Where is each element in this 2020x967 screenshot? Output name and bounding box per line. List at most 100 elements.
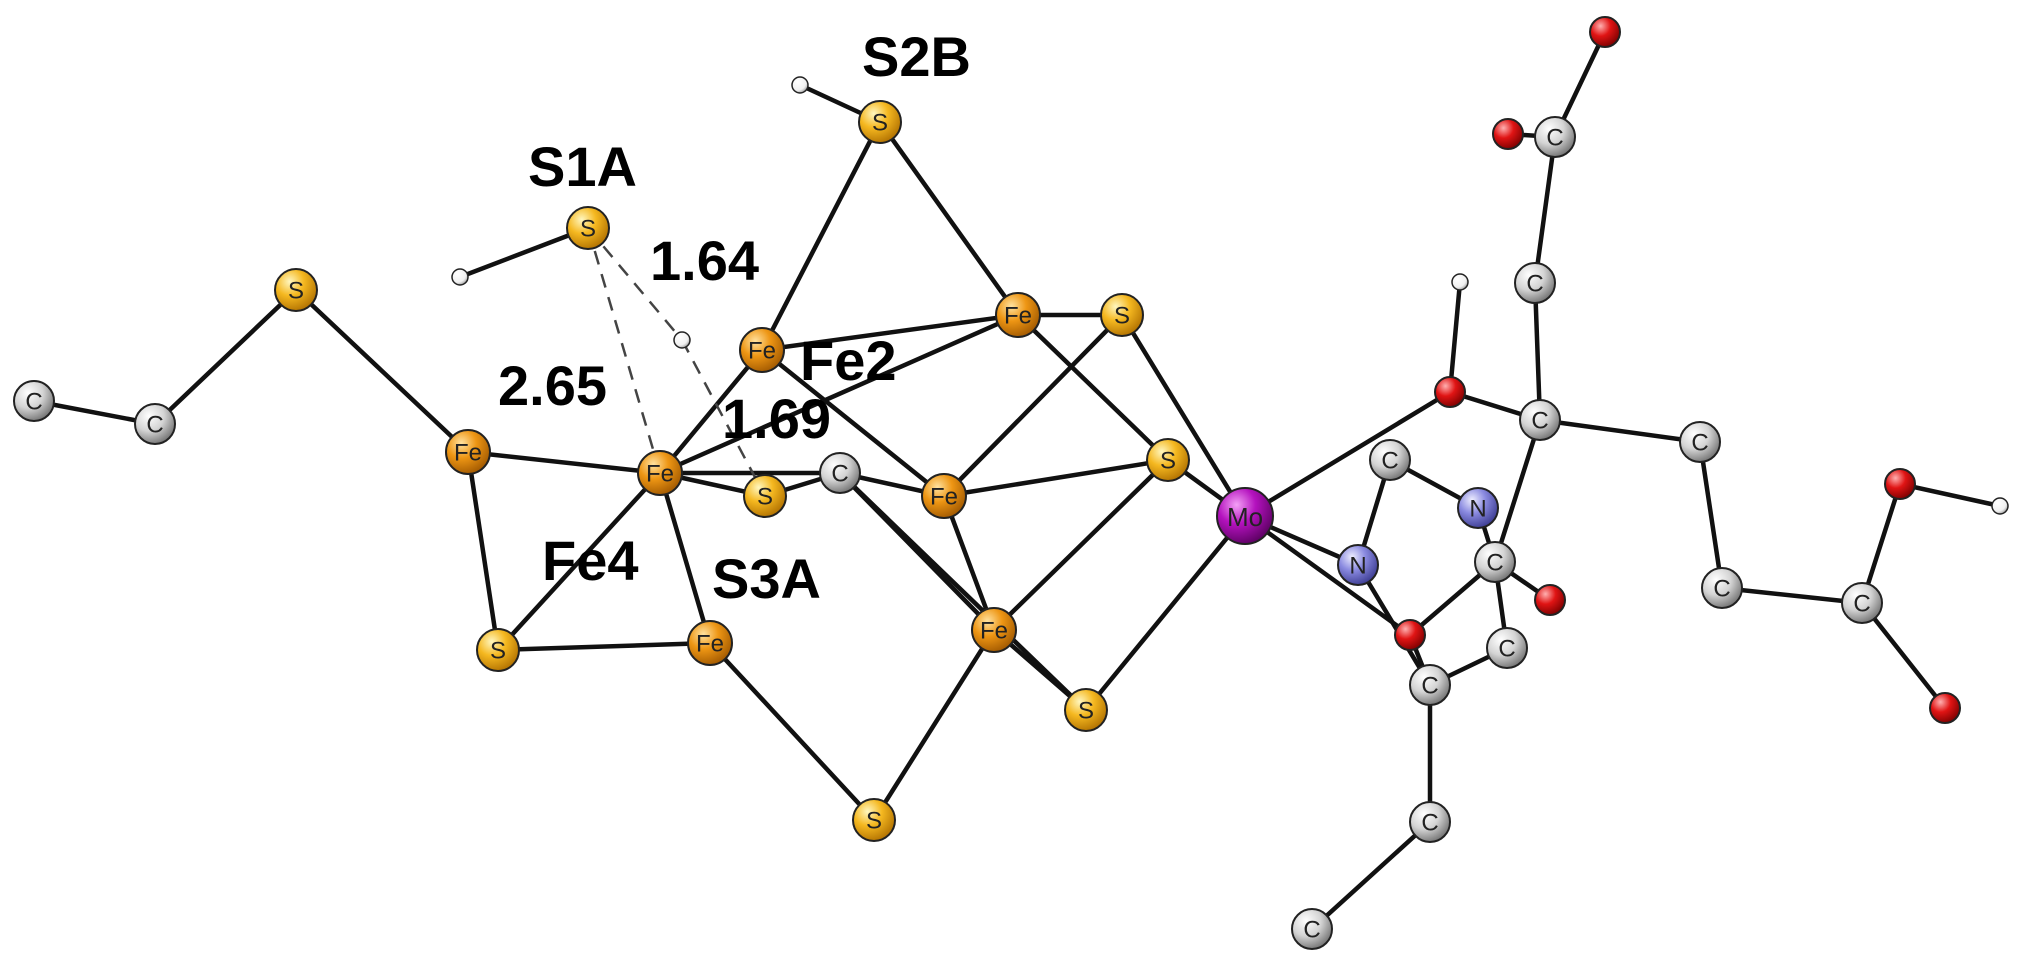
atom-symbol: C bbox=[1421, 810, 1438, 837]
bond-cq-cn2 bbox=[1492, 417, 1543, 565]
dashed-contact-hm-s3a bbox=[680, 339, 767, 497]
atom-symbol: C bbox=[1691, 430, 1708, 457]
atom-symbol: S bbox=[288, 278, 304, 305]
atom-mo-mo: Mo bbox=[1216, 487, 1274, 545]
atom-symbol: C bbox=[1713, 576, 1730, 603]
bond-fel-sbl bbox=[465, 449, 501, 653]
atom-s-sr2: S bbox=[1146, 438, 1190, 482]
bond-mo-o1 bbox=[1242, 389, 1453, 519]
bond-cl2-sl bbox=[152, 287, 299, 427]
bond-fem-sr2 bbox=[941, 457, 1171, 499]
atom-sphere bbox=[451, 268, 469, 286]
atom-s-s1a: S bbox=[566, 206, 610, 250]
bond-fe2-fe4 bbox=[657, 347, 765, 476]
atom-sphere bbox=[1519, 399, 1561, 441]
atom-o-os bbox=[1534, 584, 1566, 616]
bond-sbt-feb2 bbox=[871, 627, 997, 823]
atom-symbol: C bbox=[1853, 591, 1870, 618]
atom-o-or1 bbox=[1492, 118, 1524, 150]
bond-fe4-fea bbox=[657, 312, 1021, 476]
bond-sbr-mo bbox=[1083, 513, 1248, 713]
bond-fel-fe4 bbox=[465, 449, 663, 476]
bond-cc2-oc2 bbox=[1859, 600, 1948, 711]
atom-sphere bbox=[852, 798, 896, 842]
atom-symbol: Fe bbox=[454, 440, 482, 467]
atom-c-cr2: C bbox=[1534, 116, 1576, 158]
bond-sr2-feb2 bbox=[991, 457, 1171, 633]
atom-fe-feb: Fe bbox=[687, 620, 733, 666]
atom-sphere bbox=[687, 620, 733, 666]
atom-sphere bbox=[566, 206, 610, 250]
atom-fe-fea: Fe bbox=[995, 292, 1041, 338]
bond-c0-sbr bbox=[837, 470, 1089, 713]
atom-c-cr: C bbox=[1409, 664, 1451, 706]
atom-fe-fel: Fe bbox=[445, 429, 491, 475]
bond-fe4-sbl bbox=[495, 470, 663, 653]
bond-fe2-fea bbox=[759, 312, 1021, 353]
atom-symbol: Fe bbox=[696, 631, 724, 658]
label-s3a: S3A bbox=[712, 547, 821, 610]
atom-sphere bbox=[858, 100, 902, 144]
atom-sphere bbox=[1451, 273, 1469, 291]
atom-n-nb: N bbox=[1337, 544, 1379, 586]
atom-sphere bbox=[971, 607, 1017, 653]
atom-o-or2 bbox=[1589, 16, 1621, 48]
atom-sphere bbox=[1991, 497, 2009, 515]
bond-nb-cr bbox=[1355, 562, 1433, 688]
atom-sphere bbox=[1701, 567, 1743, 609]
atom-sphere bbox=[1841, 582, 1883, 624]
atom-sphere bbox=[1100, 293, 1144, 337]
atom-s-s3a: S bbox=[743, 474, 787, 518]
atom-symbol: C bbox=[1486, 550, 1503, 577]
bond-o1-h3 bbox=[1447, 279, 1463, 395]
bond-fe4-feb bbox=[657, 470, 713, 646]
callout-labels: S2B S1A 1.64 Fe2 2.65 1.69 Fe4 S3A bbox=[498, 25, 971, 610]
atom-symbol: S bbox=[872, 110, 888, 137]
atom-h-hc bbox=[1991, 497, 2009, 515]
bond-s2b-fe2 bbox=[759, 119, 883, 353]
atom-sphere bbox=[1534, 116, 1576, 158]
atom-sphere bbox=[791, 76, 809, 94]
atom-s-sl: S bbox=[274, 268, 318, 312]
atom-c-cq: C bbox=[1519, 399, 1561, 441]
atom-sphere bbox=[1514, 262, 1556, 304]
atom-sphere bbox=[743, 474, 787, 518]
atom-c-cn2: C bbox=[1474, 541, 1516, 583]
atom-c-cr1: C bbox=[1514, 262, 1556, 304]
atom-sphere bbox=[1337, 544, 1379, 586]
atom-fe-feb2: Fe bbox=[971, 607, 1017, 653]
atom-symbol: S bbox=[866, 808, 882, 835]
atom-sphere bbox=[1369, 439, 1411, 481]
bond-feb-sbt bbox=[707, 640, 877, 823]
label-distance-1-69: 1.69 bbox=[722, 387, 831, 450]
atom-c-cn1: C bbox=[1369, 439, 1411, 481]
atom-c-cl1: C bbox=[13, 380, 55, 422]
atom-fe-fe2: Fe bbox=[739, 327, 785, 373]
atom-sphere bbox=[445, 429, 491, 475]
atom-symbol: Mo bbox=[1227, 502, 1263, 532]
atom-fe-fe4: Fe bbox=[637, 450, 683, 496]
bond-fea-sr2 bbox=[1015, 312, 1171, 463]
atom-sphere bbox=[1409, 664, 1451, 706]
atom-sphere bbox=[274, 268, 318, 312]
atom-sphere bbox=[1589, 16, 1621, 48]
bond-cd-cbot bbox=[1309, 819, 1433, 932]
atom-symbol: Fe bbox=[1004, 303, 1032, 330]
bond-cb-cc2 bbox=[1719, 585, 1865, 606]
bond-oc1-hc bbox=[1897, 481, 2003, 509]
atom-symbol: C bbox=[1546, 125, 1563, 152]
atom-symbol: C bbox=[1498, 636, 1515, 663]
atom-symbol: C bbox=[1526, 271, 1543, 298]
atom-s-sbl: S bbox=[476, 628, 520, 672]
atom-sphere bbox=[1064, 688, 1108, 732]
atom-c-cc2: C bbox=[1841, 582, 1883, 624]
bonds-layer bbox=[31, 29, 2003, 932]
bond-sr1-fem bbox=[941, 312, 1125, 499]
atom-symbol: S bbox=[1078, 698, 1094, 725]
atom-sphere bbox=[1409, 801, 1451, 843]
atom-fe-fem: Fe bbox=[921, 473, 967, 519]
atom-sphere bbox=[819, 452, 861, 494]
atom-symbol: Fe bbox=[646, 461, 674, 488]
